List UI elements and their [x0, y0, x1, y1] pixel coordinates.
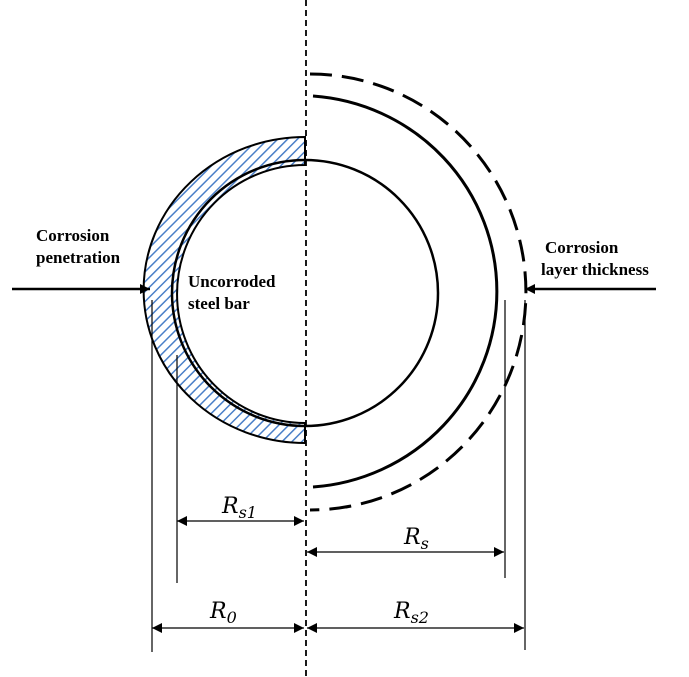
uncorroded-line2: steel bar — [188, 294, 250, 313]
corrosion-layer-thickness-label: Corrosion layer thickness — [541, 237, 649, 281]
corrosion-ring-hatched — [142, 135, 306, 445]
uncorroded-bar-circle — [170, 158, 440, 428]
penetration-line1: Corrosion — [36, 226, 110, 245]
label-r0: R0 — [209, 599, 237, 627]
label-rs1: Rs1 — [221, 494, 257, 522]
corrosion-layer-solid-arc — [312, 94, 499, 489]
layer-line2: layer thickness — [541, 260, 649, 279]
label-rs2: Rs2 — [393, 599, 429, 627]
uncorroded-steel-bar-label: Uncorroded steel bar — [188, 271, 276, 315]
label-rs: Rs — [403, 525, 429, 553]
corrosion-penetration-label: Corrosion penetration — [36, 225, 120, 269]
layer-line1: Corrosion — [545, 238, 619, 257]
corrosion-layer-dashed-arc — [309, 72, 528, 512]
penetration-line2: penetration — [36, 248, 121, 267]
uncorroded-line1: Uncorroded — [188, 272, 276, 291]
